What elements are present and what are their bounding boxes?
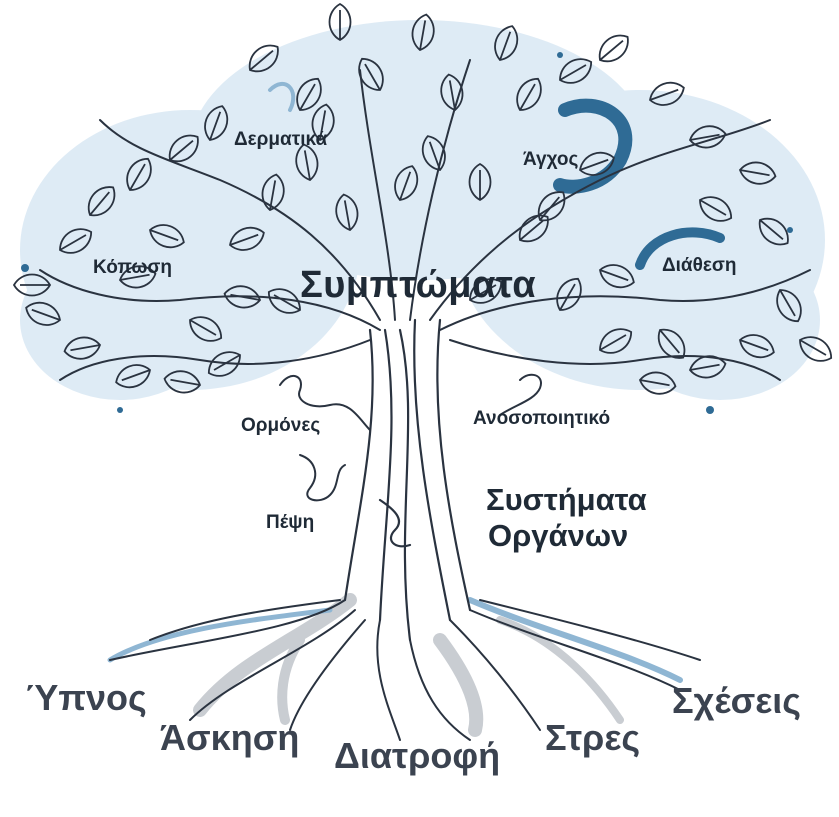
leaf — [421, 135, 446, 171]
root-shadows — [107, 593, 683, 737]
branches — [39, 59, 811, 381]
leaf — [261, 173, 285, 212]
leaf — [394, 165, 419, 201]
leaf — [25, 301, 61, 326]
leaf — [63, 336, 102, 360]
leaf — [87, 186, 116, 217]
trunk-label-anosopoiitiko: Ανοσοποιητικό — [473, 408, 611, 429]
stomach-icon — [299, 454, 346, 502]
leaf — [758, 217, 789, 246]
leaf — [468, 162, 492, 202]
roots — [109, 599, 701, 741]
leaf — [115, 364, 151, 389]
leaf — [59, 228, 93, 254]
leaf — [126, 157, 152, 191]
leaf — [328, 2, 352, 42]
leaf — [599, 264, 635, 289]
leaf — [688, 355, 727, 379]
leaf — [335, 193, 359, 232]
leaf — [163, 370, 202, 394]
crown-wash — [20, 20, 825, 400]
crown-label-agxos: Άγχος — [523, 149, 579, 170]
root-label-diatrofi: Διατροφή — [334, 735, 501, 776]
leaf — [776, 289, 802, 323]
systems-label-line2: Οργάνων — [488, 517, 629, 553]
leaf — [168, 134, 199, 163]
systems-label-line1: Συστήματα — [486, 482, 647, 517]
root-label-sxeseis: Σχέσεις — [672, 680, 802, 721]
leaf — [229, 226, 265, 251]
leaf — [296, 77, 322, 111]
leaf — [738, 161, 777, 185]
leaf — [657, 328, 686, 359]
leaf — [440, 73, 464, 112]
diagram-title: Συμπτώματα — [300, 264, 537, 306]
leaf — [12, 273, 52, 297]
leaf — [739, 334, 775, 359]
leaf — [688, 125, 727, 149]
leaf — [556, 277, 582, 311]
leaf — [311, 103, 335, 142]
root-label-ypnos: Ύπνος — [25, 677, 147, 718]
leaf — [649, 81, 685, 106]
leaf — [518, 214, 549, 243]
leaf — [358, 57, 384, 91]
leaves — [12, 2, 833, 395]
leaf — [118, 265, 157, 289]
leaf — [411, 13, 435, 52]
leaf — [469, 278, 503, 304]
leaf — [699, 196, 733, 222]
leaf — [149, 224, 185, 249]
leaf — [579, 151, 615, 176]
leaf — [638, 371, 677, 395]
leaf — [516, 77, 542, 111]
dots — [21, 52, 793, 414]
decorations — [279, 373, 542, 502]
crown-label-dermatika: Δερματικά — [234, 129, 328, 150]
leaf — [598, 34, 629, 63]
root-label-askisi: Άσκηση — [160, 717, 300, 758]
leaf — [223, 285, 262, 309]
leaf — [799, 336, 833, 362]
trunk — [343, 318, 472, 642]
systems-label: Συστήματα Οργάνων — [486, 482, 647, 553]
leaf — [267, 288, 301, 314]
leaf — [204, 105, 229, 141]
leaf — [599, 328, 633, 354]
trunk-label-ormones: Ορμόνες — [241, 415, 321, 436]
leaf — [189, 316, 223, 342]
leaf — [494, 25, 519, 61]
accent-strokes — [268, 82, 725, 270]
leaf — [207, 351, 241, 377]
crown-label-koposi: Κόπωση — [93, 257, 173, 278]
leaf — [248, 44, 279, 73]
leaf — [537, 191, 566, 222]
root-label-stres: Στρες — [545, 717, 641, 758]
leaf — [559, 58, 593, 84]
leaf — [295, 143, 319, 182]
crown-label-diathesi: Διάθεση — [662, 255, 737, 276]
trunk-label-pepsi: Πέψη — [266, 512, 315, 533]
